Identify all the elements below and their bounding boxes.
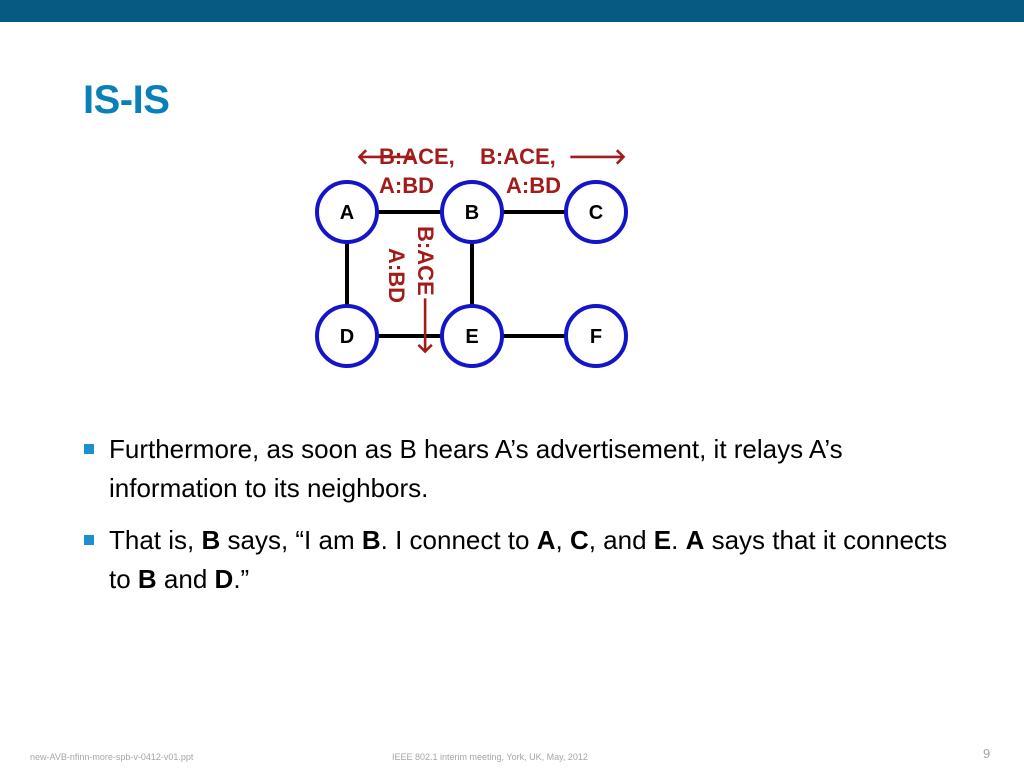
bullet-segment: , and (588, 525, 654, 555)
node-circle (564, 180, 628, 244)
node-label: C (589, 202, 603, 224)
bullet-text: That is, B says, “I am B. I connect to A… (109, 525, 947, 594)
bullet-segment: . (671, 525, 686, 555)
bullet-segment: A (685, 525, 705, 555)
node-label: E (465, 326, 478, 348)
nodes-layer: A B C D E F (315, 180, 628, 368)
bullet-segment: , (555, 525, 570, 555)
message-b-to-a: 🡐 B:ACE, A:BD (356, 144, 455, 198)
page-number: 9 (983, 746, 991, 761)
node-b: B (440, 180, 504, 244)
node-a: A (315, 180, 379, 244)
message-b-to-c: B:ACE, 🡒 A:BD (480, 144, 627, 198)
message-a-line2: A:BD (379, 173, 434, 198)
node-circle (315, 180, 379, 244)
bullet-segment: .” (233, 564, 250, 594)
bullet-item: That is, B says, “I am B. I connect to A… (84, 521, 964, 599)
bullet-segment: B (201, 525, 221, 555)
bullet-segment: says, “I am (220, 525, 362, 555)
node-c: C (564, 180, 628, 244)
bullet-segment: That is, (109, 525, 202, 555)
bullet-text: Furthermore, as soon as B hears A’s adve… (109, 434, 843, 503)
slide-title: IS-IS (83, 78, 170, 122)
message-a-line1: B:ACE, (379, 144, 455, 169)
node-circle (440, 304, 504, 368)
bullet-square-icon (84, 535, 94, 545)
node-label: B (465, 202, 479, 224)
top-banner (0, 0, 1024, 22)
node-d: D (315, 304, 379, 368)
node-label: F (590, 326, 602, 348)
node-e: E (440, 304, 504, 368)
arrow-right-icon: 🡒 (568, 144, 627, 169)
bullet-segment: . I connect to (380, 525, 537, 555)
bullet-square-icon (84, 444, 94, 454)
footer-filename: new-AVB-nfinn-more-spb-v-0412-v01.ppt (30, 752, 194, 762)
bullet-segment: B (137, 564, 157, 594)
bullet-segment: A (536, 525, 556, 555)
footer-meeting: IEEE 802.1 interim meeting, York, UK, Ma… (392, 752, 588, 762)
bullet-list: Furthermore, as soon as B hears A’s adve… (84, 430, 964, 612)
message-c-line2: A:BD (506, 173, 561, 198)
bullet-segment: Furthermore, as soon as B hears A’s adve… (109, 434, 843, 503)
message-c-line1: B:ACE, (480, 144, 556, 169)
node-circle (315, 304, 379, 368)
bullet-segment: D (214, 564, 234, 594)
bullet-segment: E (653, 525, 672, 555)
message-e-line1: B:ACE (413, 226, 438, 296)
bullet-segment: and (156, 564, 215, 594)
bullet-segment: B (361, 525, 381, 555)
arrow-down-icon: 🡒 (413, 296, 438, 355)
node-label: D (340, 326, 354, 348)
node-label: A (340, 202, 354, 224)
bullet-item: Furthermore, as soon as B hears A’s adve… (84, 430, 964, 508)
message-b-to-e: B:ACE 🡒 A:BD (384, 226, 438, 355)
bullet-segment: C (569, 525, 589, 555)
arrow-left-icon: 🡐 (356, 144, 415, 169)
node-f: F (564, 304, 628, 368)
node-circle (440, 180, 504, 244)
bullet-segment: says that it connects to (109, 525, 948, 594)
node-circle (564, 304, 628, 368)
message-e-line2: A:BD (384, 248, 409, 303)
